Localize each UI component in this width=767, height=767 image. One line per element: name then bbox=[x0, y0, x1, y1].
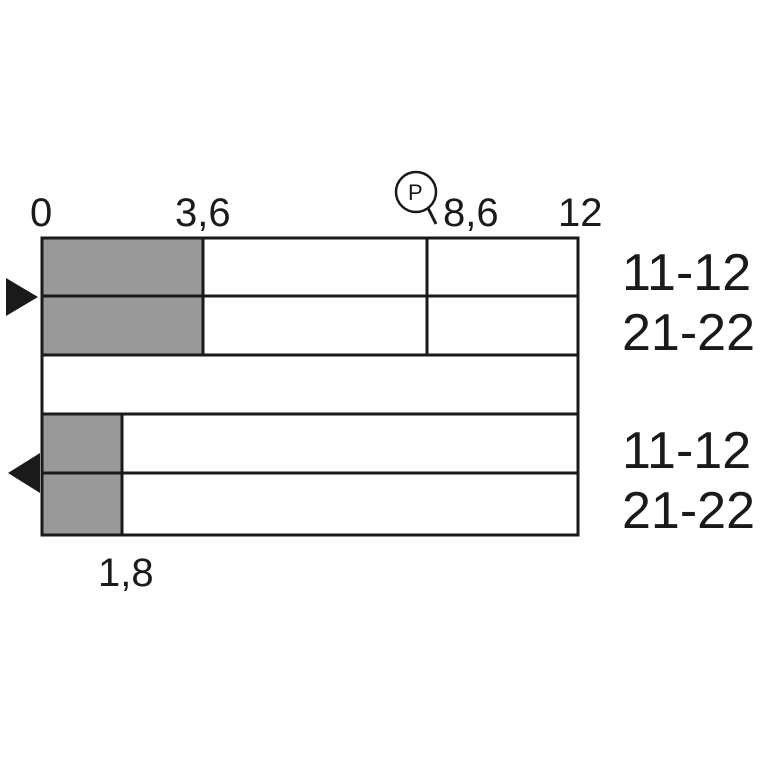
lower-shade-row-1 bbox=[40, 412, 124, 475]
lower-contact-label-1: 11-12 bbox=[622, 422, 751, 480]
lower-contact-label-2: 21-22 bbox=[622, 482, 755, 540]
diagram-frame bbox=[40, 236, 580, 537]
upper-block bbox=[40, 236, 578, 357]
scale-label-1-8: 1,8 bbox=[98, 551, 154, 595]
arrow-right-icon bbox=[6, 278, 38, 316]
lower-block bbox=[40, 412, 578, 537]
scale-label-8-6: 8,6 bbox=[443, 191, 499, 235]
lower-shade-row-2 bbox=[40, 471, 124, 537]
upper-contact-label-1: 11-12 bbox=[622, 244, 751, 302]
upper-shade-row-2 bbox=[40, 294, 205, 357]
p-marker-label: P bbox=[408, 180, 423, 205]
scale-label-0: 0 bbox=[30, 191, 52, 235]
arrow-left-icon bbox=[8, 453, 40, 493]
scale-label-12: 12 bbox=[558, 191, 603, 235]
upper-shade-row-1 bbox=[40, 236, 205, 298]
p-marker-icon: P bbox=[394, 170, 438, 225]
scale-label-3-6: 3,6 bbox=[175, 191, 231, 235]
upper-contact-label-2: 21-22 bbox=[622, 304, 755, 362]
